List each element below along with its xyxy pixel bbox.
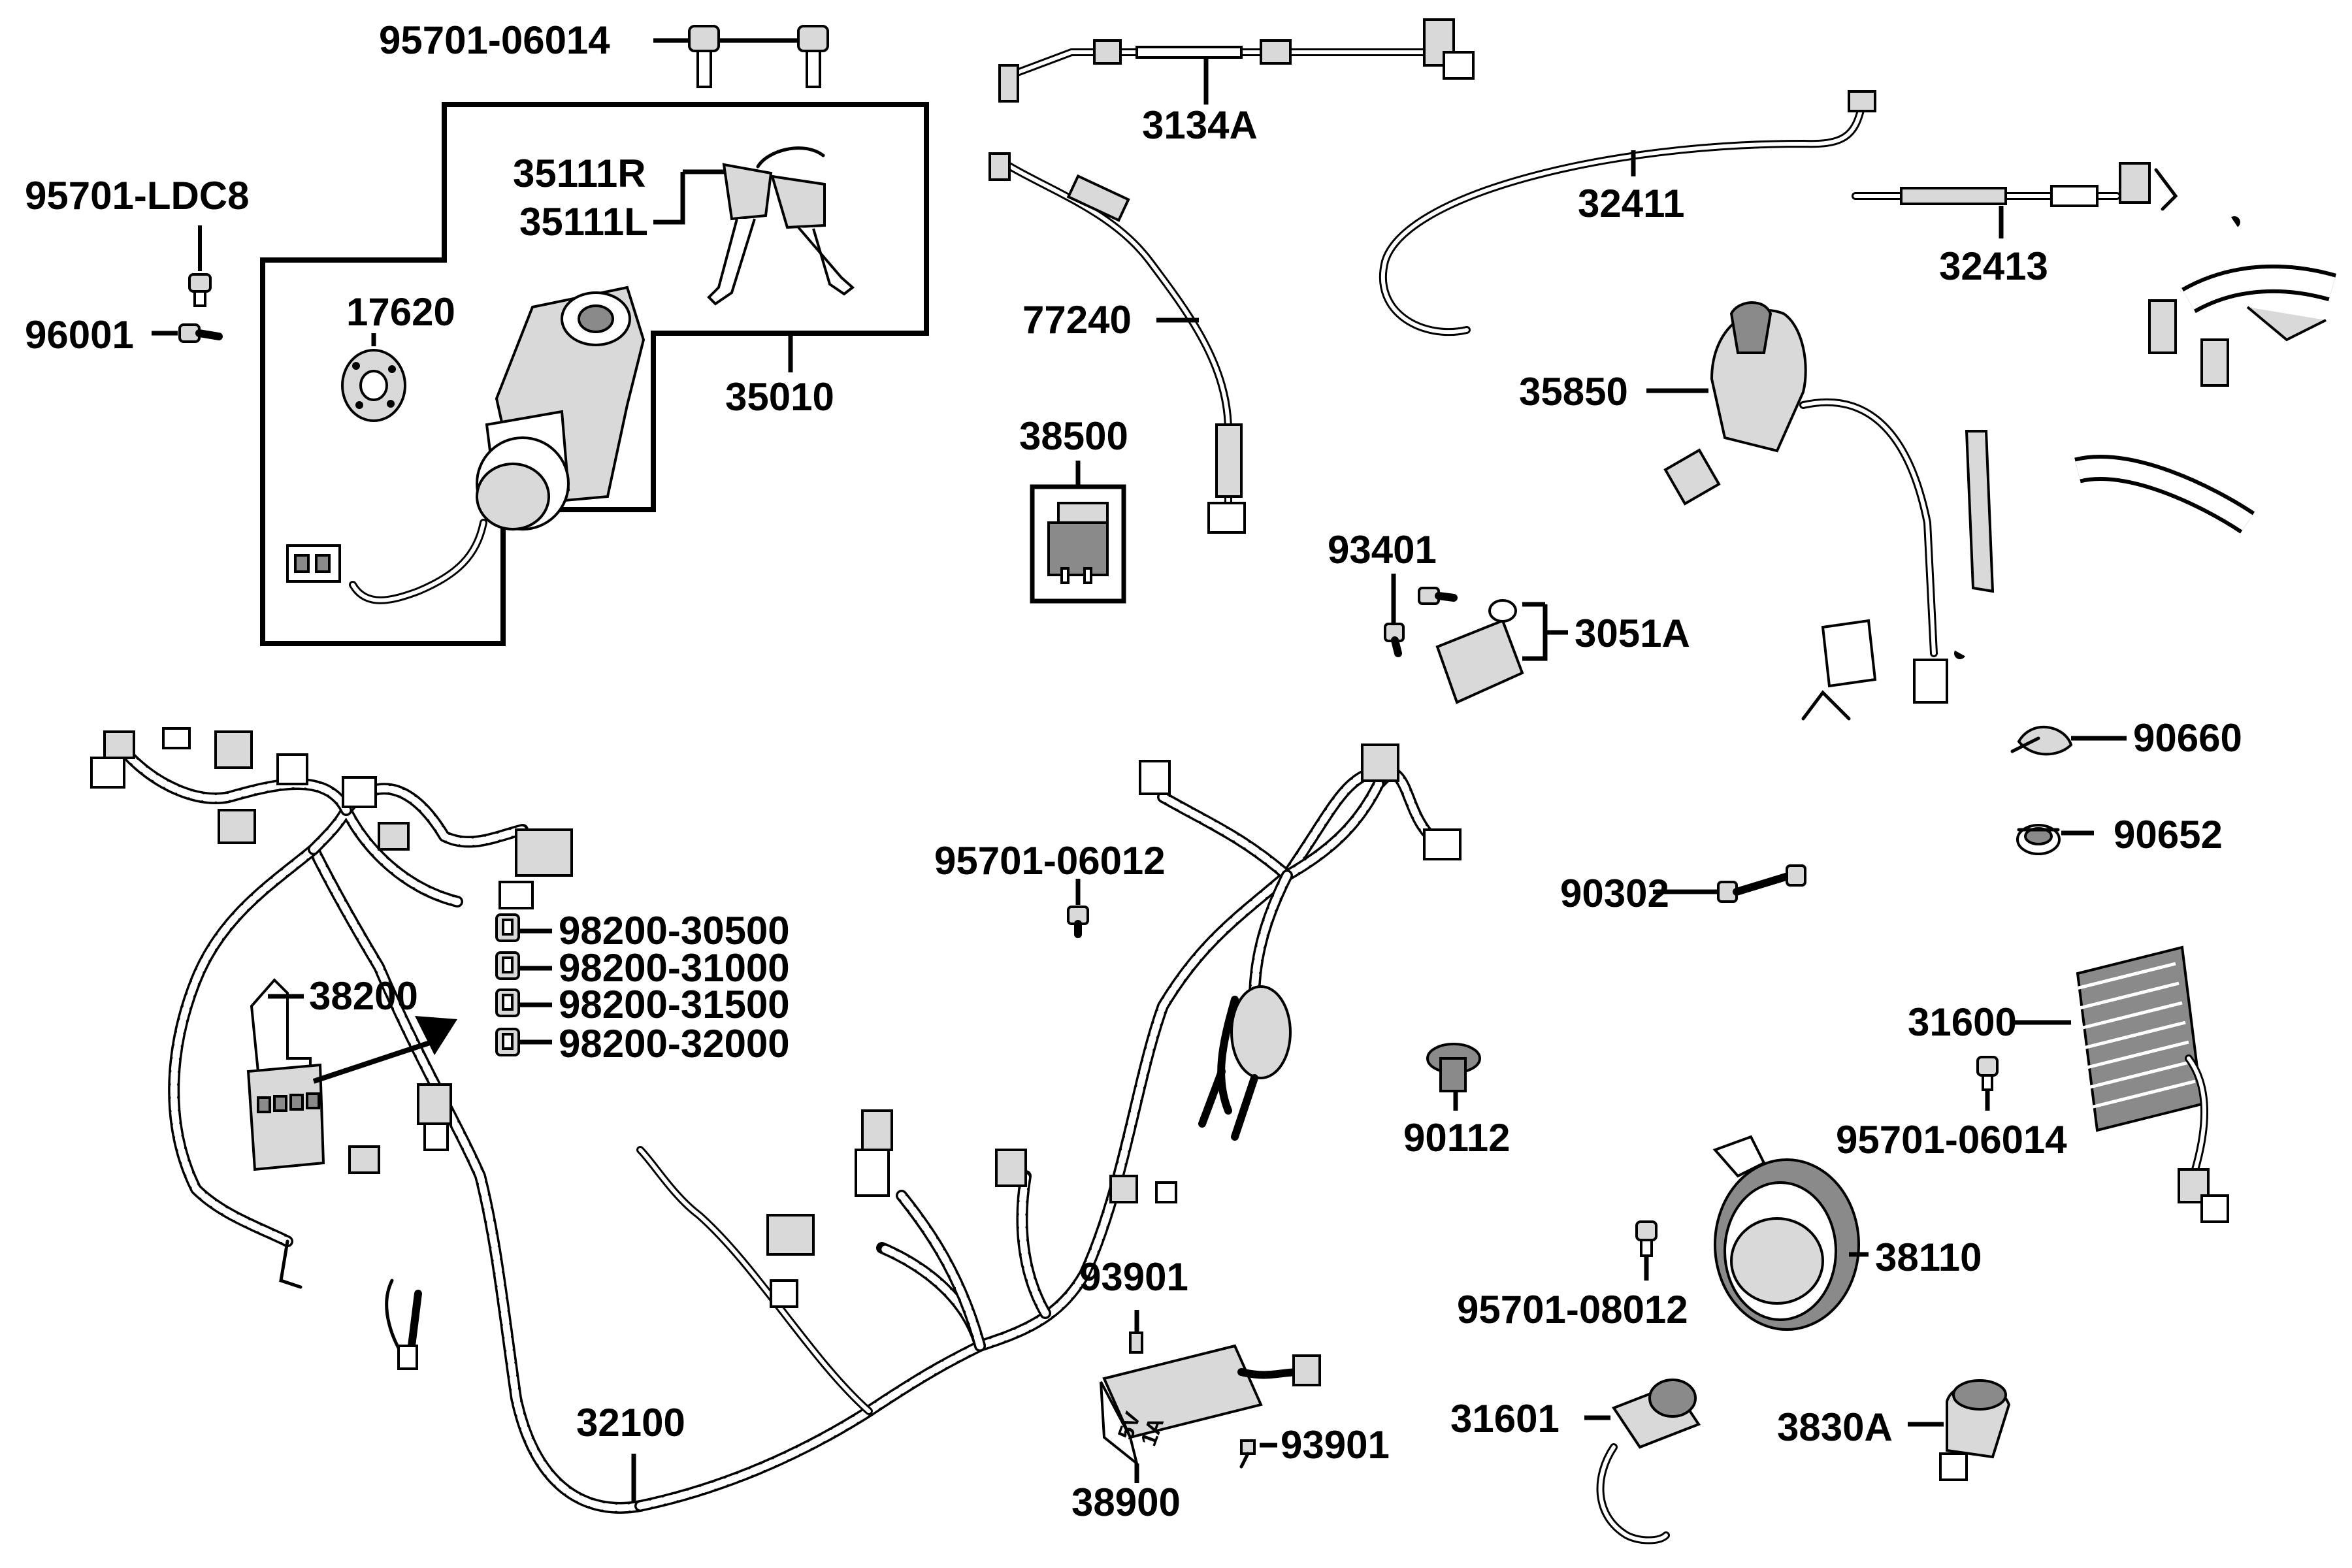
screw-95701-LDC8	[188, 273, 212, 307]
screw-95701-06012	[1067, 906, 1089, 938]
label-35111R: 35111R	[513, 152, 646, 195]
screw-93901-top	[1129, 1331, 1143, 1354]
label-90660: 90660	[2133, 716, 2242, 760]
fuse-98200-30500	[495, 913, 520, 942]
screw-95701-08012	[1635, 1220, 1658, 1257]
key-35111L	[770, 174, 855, 296]
socket-31601	[1596, 1379, 1701, 1544]
label-17620: 17620	[346, 290, 455, 334]
label-98200-32000: 98200-32000	[559, 1022, 790, 1066]
key-35111R	[707, 163, 773, 306]
label-95701-06014-top: 95701-06014	[379, 18, 610, 62]
coil-3051A	[1435, 448, 1721, 704]
label-95701-08012: 95701-08012	[1457, 1288, 1688, 1331]
label-98200-31000: 98200-31000	[559, 946, 790, 990]
regulator-31600	[2070, 945, 2229, 1223]
label-3830A: 3830A	[1777, 1405, 1893, 1449]
label-38900: 38900	[1071, 1480, 1181, 1524]
label-90302: 90302	[1560, 872, 1669, 915]
label-38200: 38200	[309, 974, 418, 1018]
label-35010: 35010	[725, 375, 834, 419]
label-31600: 31600	[1908, 1000, 2017, 1044]
label-32100: 32100	[576, 1401, 685, 1445]
fuse-98200-31500	[495, 988, 520, 1017]
relay-38500	[1047, 502, 1109, 584]
fuse-box-38200	[246, 978, 452, 1174]
frame-section	[1801, 212, 2337, 721]
screw-95701-06014-right	[1976, 1056, 1999, 1091]
bolt-90112	[1426, 1043, 1481, 1092]
cable-77240	[988, 152, 1246, 534]
label-98200-30500: 98200-30500	[559, 909, 790, 953]
label-31601: 31601	[1450, 1397, 1560, 1441]
label-95701-06012: 95701-06012	[934, 839, 1166, 883]
horn-38110	[1712, 1135, 1860, 1331]
key-ring	[756, 146, 825, 169]
label-95701-LDC8: 95701-LDC8	[25, 174, 250, 218]
label-32411: 32411	[1578, 182, 1685, 225]
label-32413: 32413	[1939, 244, 2048, 288]
screw-96001	[178, 323, 223, 343]
cover-disk-17620	[341, 349, 406, 422]
label-93401: 93401	[1328, 528, 1437, 572]
bolt-95701-06014-top	[653, 25, 829, 88]
bolt-90302	[1717, 864, 1806, 903]
label-38110: 38110	[1875, 1235, 1982, 1279]
label-3134A: 3134A	[1142, 103, 1258, 147]
label-35111L: 35111L	[519, 200, 648, 244]
switch-3830A	[1939, 1379, 2011, 1481]
screw-93901-bottom	[1239, 1439, 1256, 1469]
arrow-to-fuses	[312, 1016, 457, 1084]
label-77240: 77240	[1022, 298, 1132, 342]
label-90112: 90112	[1403, 1116, 1511, 1160]
cable-3134A	[998, 18, 1475, 103]
label-93901-bottom: 93901	[1281, 1423, 1390, 1467]
ignition-kit-group	[260, 102, 929, 646]
label-98200-31500: 98200-31500	[559, 983, 790, 1026]
fuse-98200-32000	[495, 1028, 520, 1056]
cable-32413	[1852, 162, 2178, 211]
ignition-switch-body	[286, 286, 645, 604]
switch-35850	[1710, 301, 1948, 704]
label-95701-06014-right: 95701-06014	[1836, 1118, 2067, 1162]
clip-90660	[2010, 725, 2073, 756]
label-90652: 90652	[2114, 813, 2223, 857]
label-38500: 38500	[1019, 414, 1128, 458]
fuse-98200-31000	[495, 951, 520, 980]
label-3051A: 3051A	[1575, 612, 1690, 655]
clip-90652	[2016, 824, 2061, 855]
label-96001: 96001	[25, 313, 134, 357]
wire-32411	[1379, 90, 1876, 336]
label-35850: 35850	[1519, 370, 1628, 414]
label-93901-top: 93901	[1079, 1255, 1188, 1299]
wire-harness-32100	[90, 727, 1462, 1514]
screw-93401	[1384, 587, 1458, 657]
